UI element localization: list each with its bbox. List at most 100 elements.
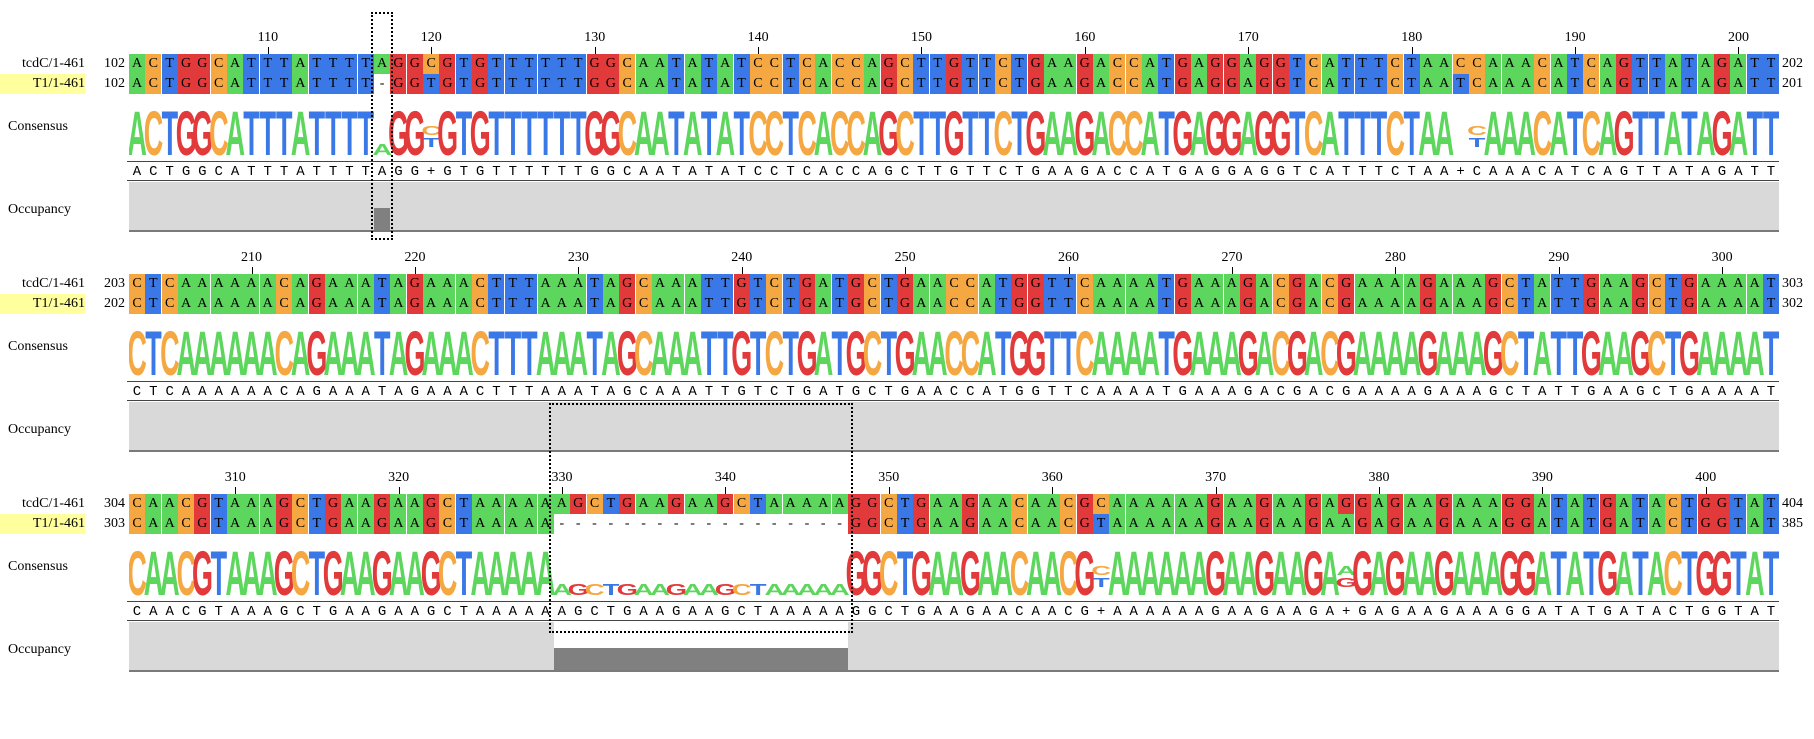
residue-cell[interactable]: A bbox=[553, 294, 570, 314]
residue-cell[interactable]: A bbox=[1485, 514, 1502, 534]
residue-cell[interactable]: A bbox=[1534, 494, 1551, 514]
residue-cell[interactable]: A bbox=[570, 294, 587, 314]
residue-cell[interactable]: A bbox=[259, 294, 276, 314]
residue-cell[interactable]: A bbox=[1109, 494, 1126, 514]
residue-cell[interactable]: G bbox=[1305, 514, 1322, 534]
residue-cell[interactable]: T bbox=[1158, 54, 1175, 74]
residue-cell[interactable]: A bbox=[243, 514, 260, 534]
residue-cell[interactable]: T bbox=[325, 54, 342, 74]
residue-cell[interactable]: A bbox=[1289, 494, 1306, 514]
residue-cell[interactable]: T bbox=[929, 74, 946, 94]
residue-cell[interactable]: T bbox=[243, 54, 260, 74]
residue-cell[interactable]: A bbox=[1142, 274, 1159, 294]
residue-cell[interactable]: T bbox=[782, 54, 799, 74]
residue-cell[interactable]: G bbox=[423, 514, 440, 534]
residue-cell[interactable]: T bbox=[455, 54, 472, 74]
residue-cell[interactable]: T bbox=[700, 274, 717, 294]
residue-cell[interactable]: A bbox=[1027, 494, 1044, 514]
residue-cell[interactable]: A bbox=[537, 274, 554, 294]
residue-cell[interactable]: A bbox=[651, 274, 668, 294]
residue-cell[interactable]: T bbox=[308, 494, 325, 514]
residue-cell[interactable]: A bbox=[684, 494, 701, 514]
residue-cell[interactable]: T bbox=[1289, 74, 1306, 94]
residue-cell[interactable]: G bbox=[1011, 274, 1028, 294]
residue-cell[interactable]: T bbox=[1354, 74, 1371, 94]
residue-cell[interactable]: T bbox=[325, 74, 342, 94]
residue-cell[interactable]: A bbox=[472, 514, 489, 534]
residue-cell[interactable]: A bbox=[341, 274, 358, 294]
residue-cell[interactable]: T bbox=[1060, 294, 1077, 314]
residue-cell[interactable]: A bbox=[635, 74, 652, 94]
residue-cell[interactable]: T bbox=[357, 54, 374, 74]
residue-cell[interactable]: T bbox=[553, 74, 570, 94]
residue-cell[interactable]: A bbox=[1223, 494, 1240, 514]
residue-cell[interactable]: A bbox=[1387, 294, 1404, 314]
residue-cell[interactable]: G bbox=[913, 494, 930, 514]
residue-cell[interactable]: G bbox=[913, 514, 930, 534]
residue-cell[interactable]: C bbox=[1125, 74, 1142, 94]
residue-cell[interactable]: C bbox=[1387, 74, 1404, 94]
residue-cell[interactable]: A bbox=[1566, 494, 1583, 514]
residue-cell[interactable]: - bbox=[831, 514, 848, 534]
residue-cell[interactable]: T bbox=[1566, 74, 1583, 94]
residue-cell[interactable]: A bbox=[341, 294, 358, 314]
residue-cell[interactable]: G bbox=[390, 54, 407, 74]
residue-cell[interactable]: A bbox=[1305, 294, 1322, 314]
residue-cell[interactable]: T bbox=[1681, 54, 1698, 74]
residue-cell[interactable]: A bbox=[472, 494, 489, 514]
residue-cell[interactable]: A bbox=[1207, 274, 1224, 294]
residue-cell[interactable]: C bbox=[847, 74, 864, 94]
residue-cell[interactable]: A bbox=[423, 294, 440, 314]
residue-cell[interactable]: T bbox=[880, 274, 897, 294]
residue-cell[interactable]: C bbox=[292, 514, 309, 534]
residue-cell[interactable]: A bbox=[1240, 54, 1257, 74]
residue-cell[interactable]: A bbox=[259, 514, 276, 534]
residue-cell[interactable]: A bbox=[194, 294, 211, 314]
residue-cell[interactable]: G bbox=[798, 294, 815, 314]
residue-cell[interactable]: A bbox=[1730, 74, 1747, 94]
residue-cell[interactable]: T bbox=[782, 294, 799, 314]
residue-cell[interactable]: A bbox=[1468, 274, 1485, 294]
residue-cell[interactable]: C bbox=[1321, 274, 1338, 294]
residue-cell[interactable]: C bbox=[946, 294, 962, 314]
residue-cell[interactable]: A bbox=[1370, 514, 1387, 534]
residue-cell[interactable]: G bbox=[733, 274, 750, 294]
residue-cell[interactable]: G bbox=[1207, 494, 1224, 514]
residue-cell[interactable]: A bbox=[1746, 294, 1763, 314]
residue-cell[interactable]: T bbox=[1681, 514, 1698, 534]
residue-cell[interactable]: A bbox=[1060, 74, 1077, 94]
residue-cell[interactable]: A bbox=[521, 494, 538, 514]
residue-cell[interactable]: T bbox=[1093, 514, 1110, 534]
residue-cell[interactable]: A bbox=[292, 74, 309, 94]
residue-cell[interactable]: C bbox=[292, 494, 309, 514]
residue-cell[interactable]: A bbox=[1240, 494, 1257, 514]
residue-cell[interactable]: G bbox=[472, 74, 489, 94]
residue-cell[interactable]: C bbox=[1109, 74, 1126, 94]
residue-cell[interactable]: T bbox=[1664, 274, 1681, 294]
residue-cell[interactable]: T bbox=[831, 274, 848, 294]
residue-cell[interactable]: A bbox=[390, 514, 407, 534]
residue-cell[interactable]: T bbox=[1566, 294, 1583, 314]
residue-cell[interactable]: G bbox=[1713, 514, 1730, 534]
residue-cell[interactable]: G bbox=[1485, 274, 1502, 294]
residue-cell[interactable]: - bbox=[766, 514, 783, 534]
residue-cell[interactable]: G bbox=[864, 514, 881, 534]
residue-cell[interactable]: A bbox=[178, 294, 195, 314]
residue-cell[interactable]: A bbox=[602, 274, 619, 294]
residue-cell[interactable]: A bbox=[1403, 514, 1420, 534]
residue-cell[interactable]: G bbox=[406, 274, 423, 294]
residue-cell[interactable]: G bbox=[1272, 74, 1289, 94]
residue-cell[interactable]: T bbox=[749, 294, 766, 314]
residue-cell[interactable]: A bbox=[1370, 494, 1387, 514]
residue-cell[interactable]: A bbox=[357, 494, 374, 514]
residue-cell[interactable]: T bbox=[488, 274, 505, 294]
residue-cell[interactable]: G bbox=[896, 274, 913, 294]
residue-cell[interactable]: - bbox=[619, 514, 636, 534]
residue-cell[interactable]: G bbox=[178, 54, 195, 74]
residue-cell[interactable]: G bbox=[406, 54, 423, 74]
residue-cell[interactable]: T bbox=[276, 74, 293, 94]
residue-cell[interactable]: A bbox=[1158, 514, 1175, 534]
residue-cell[interactable]: A bbox=[798, 494, 815, 514]
